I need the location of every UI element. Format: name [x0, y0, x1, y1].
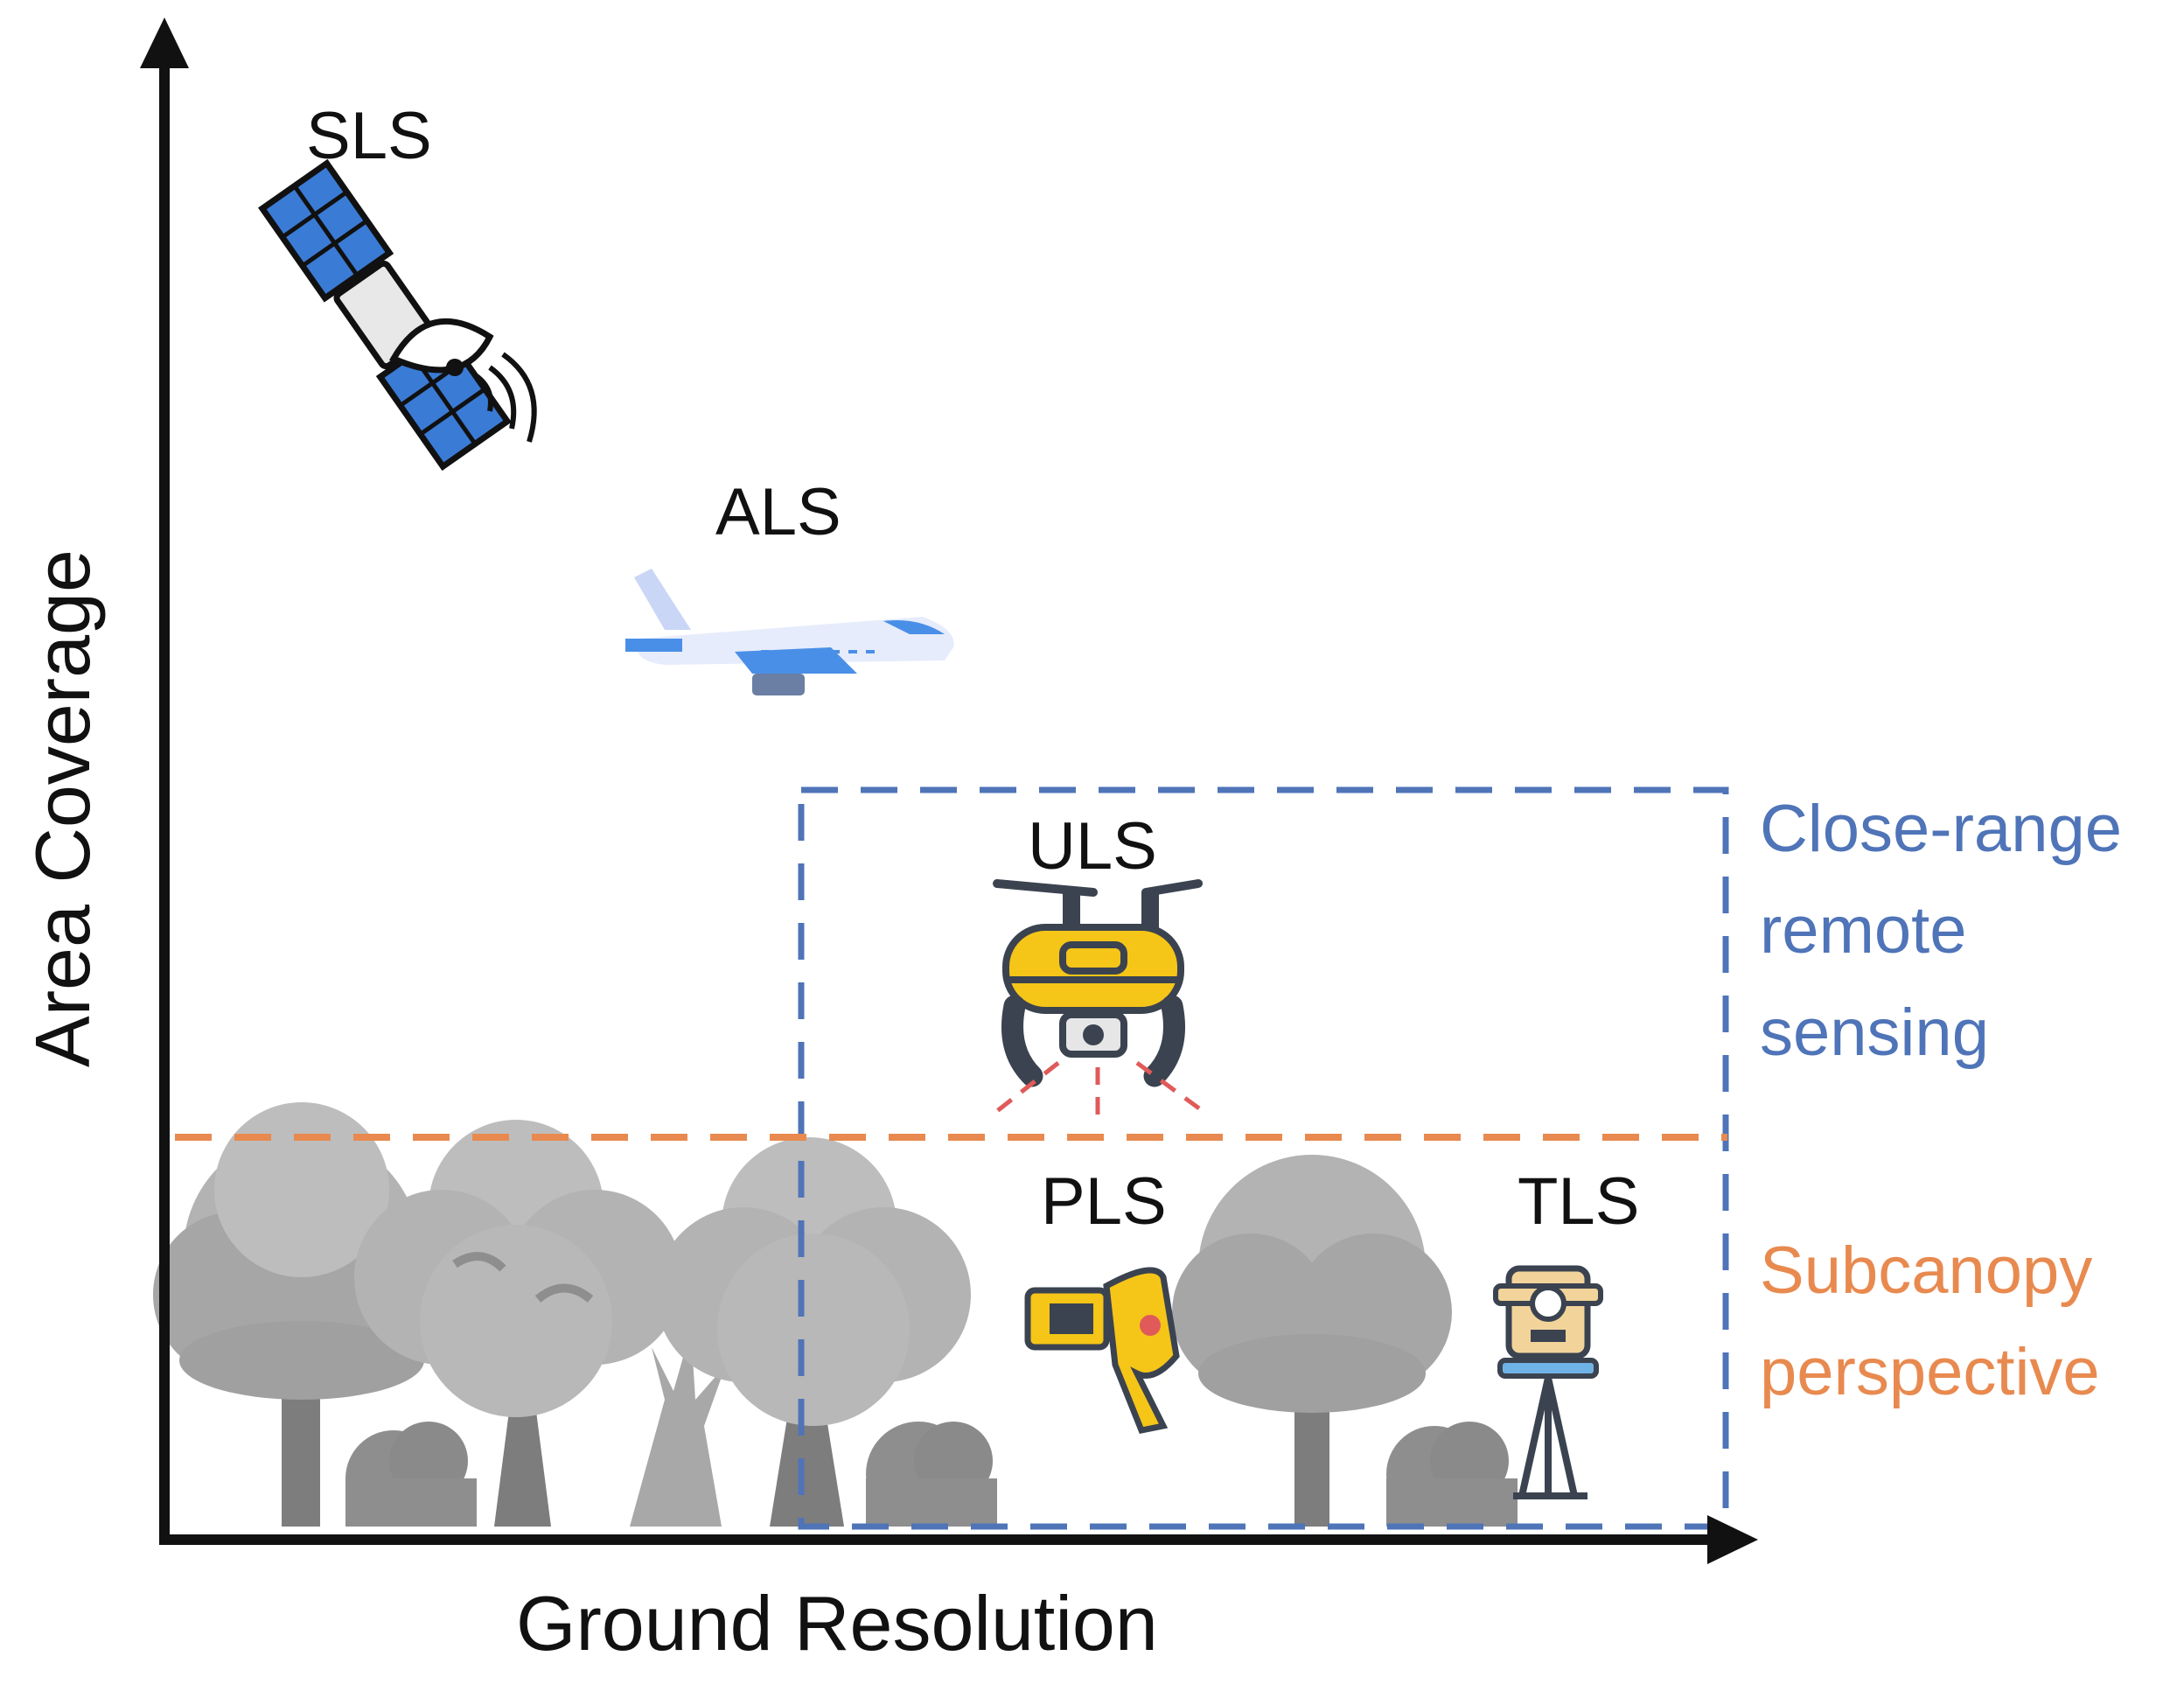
subcanopy-label-line: perspective — [1760, 1335, 2100, 1410]
bush-icon — [866, 1422, 997, 1527]
satellite-dish-icon — [389, 318, 537, 443]
airplane-icon — [625, 569, 954, 695]
bush-icon — [1386, 1422, 1518, 1527]
platform-label-tls: TLS — [1518, 1164, 1640, 1239]
tree-icon — [656, 1137, 971, 1527]
platform-label-als: ALS — [715, 475, 841, 549]
close-range-label-line: Close-range — [1760, 792, 2122, 866]
close-range-region-box — [798, 786, 1729, 1530]
bush-icon — [345, 1422, 477, 1527]
tree-icon — [354, 1120, 682, 1527]
close-range-label-line: remote — [1760, 893, 1967, 968]
tripod-scanner-icon — [1493, 1265, 1603, 1499]
subcanopy-label-line: Subcanopy — [1760, 1233, 2093, 1308]
subcanopy-region-label: Subcanopy perspective — [1760, 1220, 2171, 1424]
platform-label-sls: SLS — [306, 99, 432, 173]
x-axis-label: Ground Resolution — [516, 1580, 1158, 1667]
satellite-icon — [258, 158, 512, 472]
close-range-region-label: Close-range remote sensing — [1760, 779, 2171, 1084]
platform-label-pls: PLS — [1041, 1164, 1167, 1239]
drone-icon — [993, 879, 1204, 1115]
tree-icon — [1172, 1155, 1452, 1527]
handheld-scanner-icon — [1024, 1267, 1180, 1435]
platform-label-uls: ULS — [1028, 809, 1157, 884]
dead-tree-icon — [630, 1330, 726, 1527]
forest-icon — [153, 1102, 1518, 1527]
y-axis — [140, 17, 189, 1540]
y-axis-label: Area Coverage — [19, 549, 106, 1067]
x-axis — [159, 1515, 1758, 1564]
close-range-label-line: sensing — [1760, 995, 1989, 1070]
